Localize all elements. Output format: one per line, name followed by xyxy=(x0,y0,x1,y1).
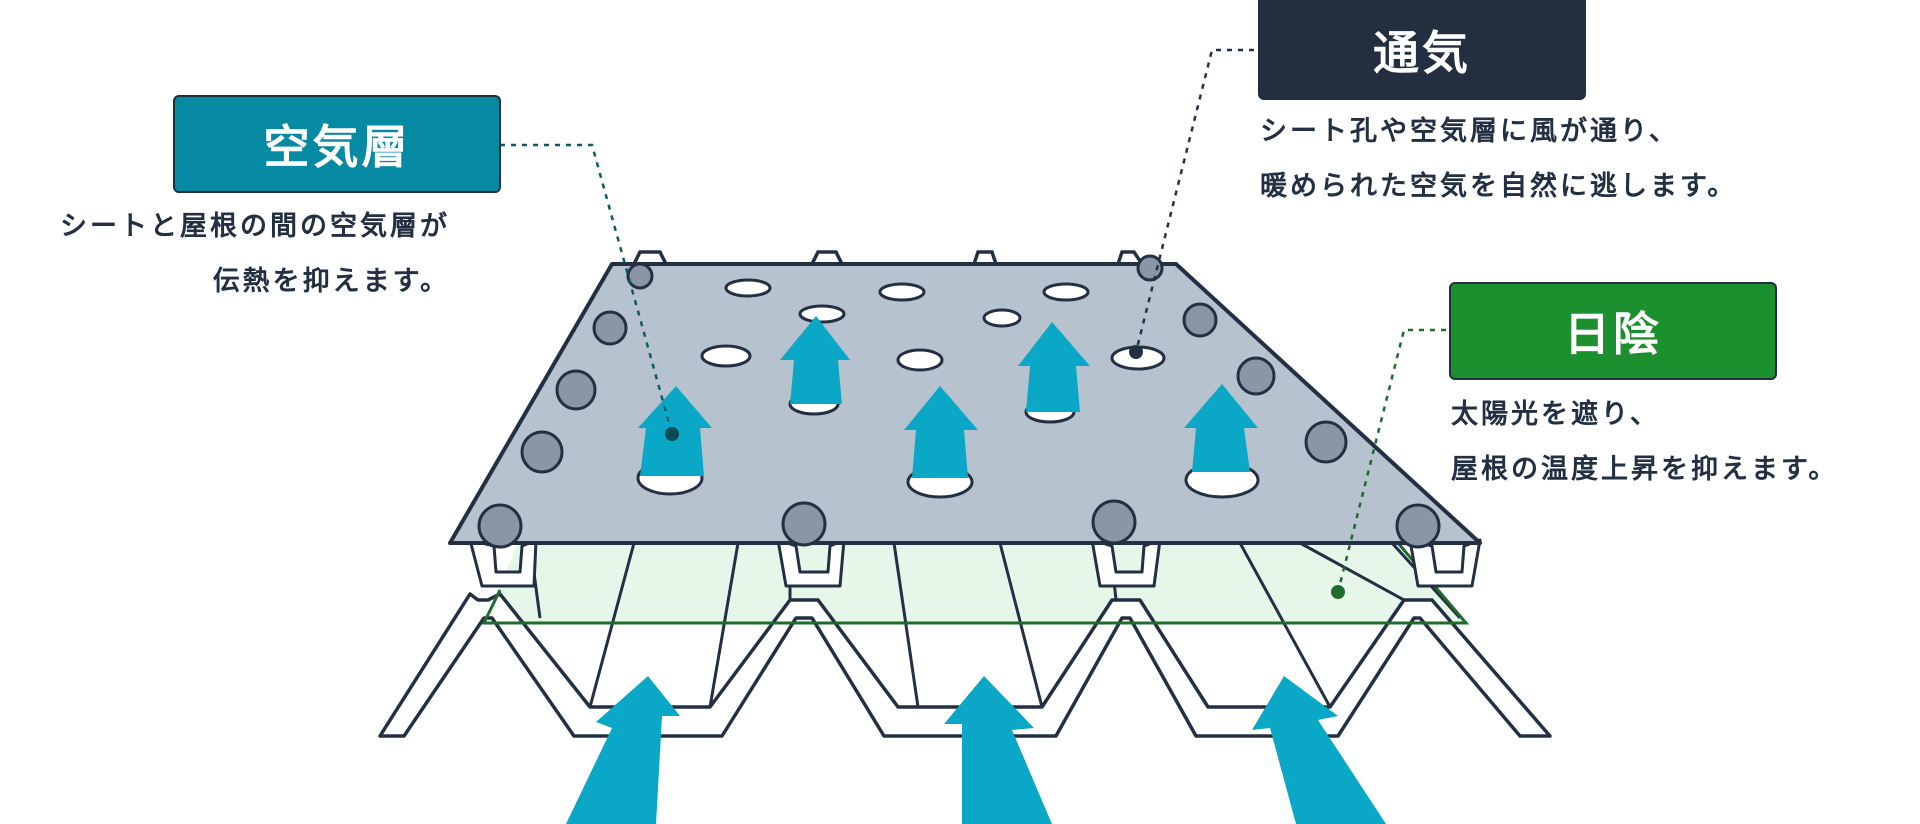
vent-sheet xyxy=(448,262,1482,545)
shade-label-box: 日陰 xyxy=(1449,282,1777,380)
wind-arrows-below xyxy=(566,676,1386,824)
ventilation-desc-line2: 暖められた空気を自然に逃します。 xyxy=(1260,171,1738,202)
ventilation-desc-line1: シート孔や空気層に風が通り、 xyxy=(1260,116,1679,147)
leader-dots xyxy=(665,345,1345,599)
air-layer-description: シートと屋根の間の空気層が 伝熱を抑えます。 xyxy=(60,199,450,309)
sheet-bolts xyxy=(477,254,1441,549)
shade-description: 太陽光を遮り、 屋根の温度上昇を抑えます。 xyxy=(1451,387,1838,497)
sheet-clips xyxy=(468,538,1482,588)
leader-shade xyxy=(1336,328,1446,593)
ventilation-title: 通気 xyxy=(1373,26,1471,80)
shade-desc-line1: 太陽光を遮り、 xyxy=(1451,399,1660,430)
air-layer-desc-line2: 伝熱を抑えます。 xyxy=(212,266,450,297)
sheet-top-tabs xyxy=(632,250,1144,265)
leader-air-layer xyxy=(500,143,674,435)
ventilation-label-box: 通気 xyxy=(1258,0,1586,100)
shade-plane xyxy=(484,543,1466,623)
air-layer-label-box: 空気層 xyxy=(173,95,501,193)
air-layer-desc-line1: シートと屋根の間の空気層が xyxy=(60,211,450,242)
ventilation-description: シート孔や空気層に風が通り、 暖められた空気を自然に逃します。 xyxy=(1260,104,1737,214)
shade-desc-line2: 屋根の温度上昇を抑えます。 xyxy=(1451,454,1839,485)
leader-lines xyxy=(500,48,1446,593)
air-layer-title: 空気層 xyxy=(263,120,411,174)
shade-title: 日陰 xyxy=(1564,307,1662,361)
leader-ventilation xyxy=(1134,48,1254,353)
